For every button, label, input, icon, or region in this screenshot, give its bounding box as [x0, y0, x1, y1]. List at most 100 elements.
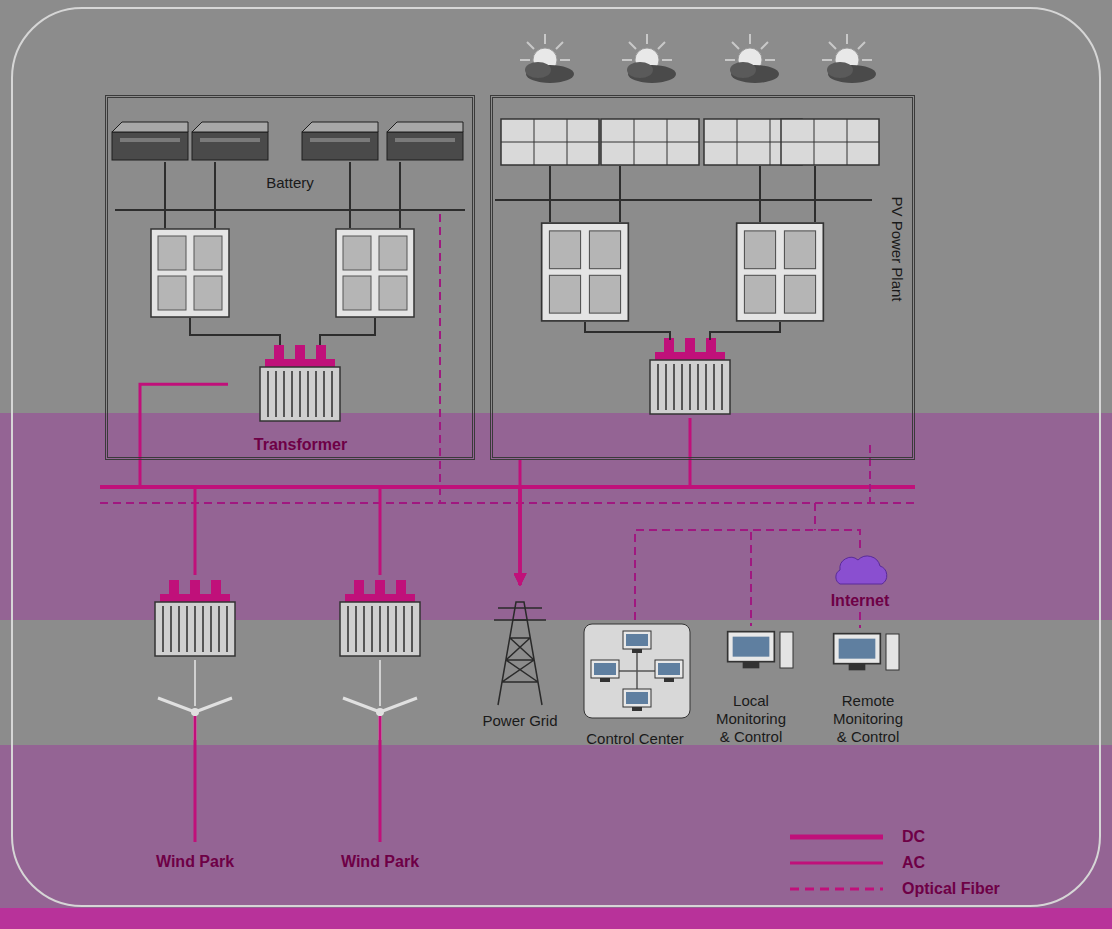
monitoring-workstation [780, 632, 793, 668]
pv-inverter-cabinet [542, 223, 824, 321]
node-label: Wind Park [156, 852, 234, 871]
legend-line-sample [790, 835, 883, 840]
legend-row: Optical Fiber [788, 876, 1000, 902]
node-label: Control Center [586, 730, 684, 748]
node-label: Remote Monitoring & Control [828, 692, 908, 746]
wind-park: Wind Park [310, 575, 450, 875]
pv-panel [601, 119, 699, 165]
transformer-symbol [340, 580, 420, 656]
wind-turbine [158, 660, 417, 842]
background [0, 908, 1112, 929]
control-center-panel [591, 660, 619, 682]
transformer-symbol [155, 580, 235, 656]
transmission-tower [494, 608, 546, 620]
communication-bus [100, 502, 915, 504]
local-monitoring: Local Monitoring & Control [696, 626, 806, 748]
legend-line-sample [788, 827, 888, 847]
battery-group: BatteryTransformer [105, 95, 475, 460]
control-center-panel [584, 624, 690, 718]
legend-line-sample [788, 853, 888, 873]
battery-wiring [190, 318, 375, 347]
node-label: Local Monitoring & Control [711, 692, 791, 746]
ac-power-line [195, 487, 520, 585]
battery-units [302, 122, 378, 160]
legend-label: DC [902, 827, 925, 846]
pv-wiring [495, 199, 872, 201]
wind-turbine [195, 716, 380, 842]
node-label: Wind Park [341, 852, 419, 871]
optical-fiber-line [635, 530, 751, 626]
communication-bus [814, 503, 816, 530]
battery-units [112, 122, 463, 160]
ac-bus [689, 418, 692, 487]
weather-symbol [622, 34, 676, 83]
monitoring-workstation [728, 632, 775, 669]
weather-symbol [822, 34, 876, 83]
wind-turbine [158, 698, 417, 740]
legend-line-sample [790, 888, 883, 891]
legend-row: DC [788, 824, 1000, 850]
control-center-panel [584, 624, 690, 718]
transformer-symbol [650, 338, 730, 414]
transformer-box: Transformer [228, 345, 373, 457]
wind-park: Wind Park [125, 575, 265, 875]
remote-monitoring: Remote Monitoring & Control [808, 628, 928, 748]
battery-units [112, 122, 188, 160]
node-label: PV Power Plant [887, 196, 905, 301]
ac-power-line [140, 384, 520, 585]
background [0, 413, 1112, 620]
legend: DC AC Optical Fiber [788, 824, 1000, 902]
pv-wiring [495, 166, 872, 340]
legend-label: AC [902, 853, 925, 872]
legend-line-sample [790, 862, 883, 865]
node-label: Transformer [254, 435, 347, 454]
internet-cloud-symbol [836, 556, 887, 584]
pv-panel [501, 119, 879, 165]
battery-wiring [165, 162, 400, 228]
control-center: Control Center [576, 620, 694, 750]
battery-inverter-cabinet [151, 229, 414, 317]
transmission-tower [498, 602, 542, 705]
pv-wiring [550, 166, 815, 222]
internet-node: Internet [815, 548, 905, 612]
battery-wiring [115, 209, 465, 211]
pv-wiring [585, 322, 780, 340]
background [0, 745, 1112, 910]
legend-label: Optical Fiber [902, 879, 1000, 898]
pv-panel [781, 119, 879, 165]
transmission-tower [494, 602, 546, 705]
wind-turbine [195, 660, 380, 706]
power-grid: Power Grid [465, 585, 575, 733]
internet-cloud-symbol [836, 556, 887, 584]
weather-symbol [725, 34, 779, 83]
legend-line-sample [788, 879, 888, 899]
node-label: Internet [831, 591, 890, 610]
ac-power-line [380, 487, 520, 585]
transformer-symbol [155, 338, 730, 656]
monitoring-workstation [728, 632, 899, 671]
wind-turbine [376, 708, 384, 716]
pv-panel [501, 119, 599, 165]
node-label: Battery [266, 174, 314, 192]
wind-turbine [191, 708, 199, 716]
optical-fiber-line [859, 612, 861, 628]
control-center-panel [623, 631, 651, 653]
control-center-panel [623, 689, 651, 711]
weather-symbol [520, 34, 876, 83]
pv-plant-group: PV Power Plant [490, 95, 915, 460]
pv-inverter-cabinet [542, 223, 629, 321]
node-label: Power Grid [482, 712, 557, 730]
battery-units [192, 122, 268, 160]
communication-bus [869, 445, 871, 503]
battery-wiring [115, 162, 465, 347]
battery-units [387, 122, 463, 160]
legend-row: AC [788, 850, 1000, 876]
ac-bus [100, 418, 915, 487]
control-center-panel [655, 660, 683, 682]
monitoring-workstation [886, 634, 899, 670]
weather-symbol [520, 34, 574, 83]
